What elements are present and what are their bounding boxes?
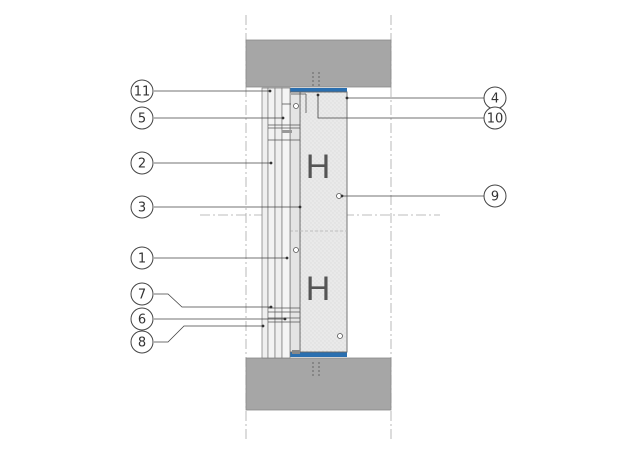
callout-9-label: 9	[491, 190, 499, 205]
callout-8-label: 8	[138, 336, 146, 351]
axis-lines	[200, 15, 440, 440]
callout-7: 7	[130, 282, 154, 306]
leader-lines	[154, 90, 484, 343]
callout-5: 5	[130, 106, 154, 130]
callout-2-label: 2	[138, 157, 146, 172]
callout-6-label: 6	[138, 313, 146, 328]
callout-4-label: 4	[491, 92, 499, 107]
anchor-marks	[312, 72, 320, 378]
callout-9: 9	[483, 184, 507, 208]
top-concrete-slab	[245, 39, 392, 88]
callout-10-label: 10	[487, 112, 504, 127]
callout-3-label: 3	[138, 201, 146, 216]
callout-7-label: 7	[138, 288, 146, 303]
callout-5-label: 5	[138, 112, 146, 127]
bottom-corner-detail	[268, 307, 300, 354]
callout-11: 11	[130, 79, 154, 103]
panel-mark-bottom: H	[306, 270, 331, 308]
callout-8: 8	[130, 330, 154, 354]
bottom-concrete-slab	[245, 357, 392, 411]
callout-10: 10	[483, 106, 507, 130]
panel-mark-top: H	[306, 148, 331, 186]
callout-1-label: 1	[138, 252, 146, 267]
callout-11-label: 11	[134, 85, 151, 100]
top-corner-detail	[268, 93, 307, 141]
callout-1: 1	[130, 246, 154, 270]
lining-boards	[261, 87, 291, 359]
wall-panel-core	[299, 91, 348, 353]
callout-3: 3	[130, 195, 154, 219]
top-steel-track	[289, 88, 347, 92]
callout-2: 2	[130, 151, 154, 175]
fixing-screws	[293, 103, 343, 339]
bottom-steel-track	[289, 352, 347, 357]
callout-4: 4	[483, 86, 507, 110]
leader-dots	[261, 89, 349, 328]
callout-6: 6	[130, 307, 154, 331]
